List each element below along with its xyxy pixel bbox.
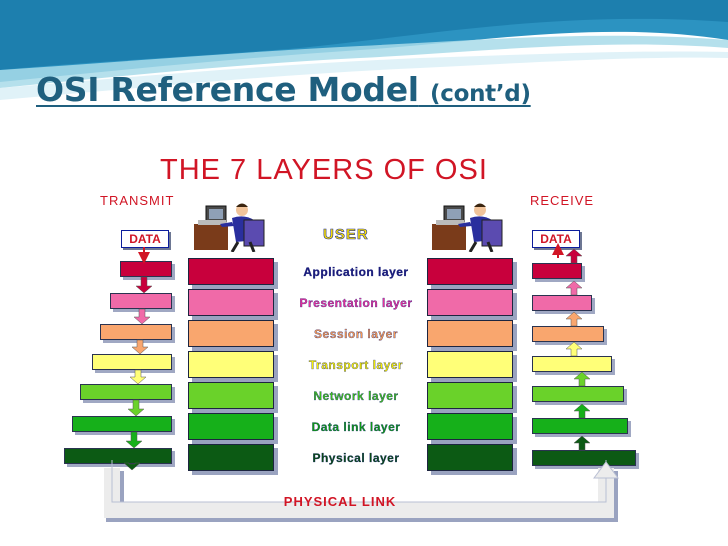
- layer-name: Application layer: [303, 265, 409, 279]
- transmit-label: TRANSMIT: [100, 193, 175, 208]
- computer-user-icon-right: [432, 203, 503, 252]
- receive-label: RECEIVE: [530, 193, 595, 208]
- receive-layer-bar: [532, 386, 624, 402]
- transmit-layer-bar: [72, 416, 172, 432]
- layer-name: Data link layer: [311, 420, 401, 434]
- layer-name: Network layer: [313, 389, 399, 403]
- down-arrow-icon: [123, 462, 141, 471]
- receive-layer-bar: [532, 418, 628, 434]
- left-layer-block: [188, 289, 274, 316]
- transmit-layer-bar: [80, 384, 172, 400]
- physical-link-arrowhead-icon: [593, 461, 619, 479]
- up-arrow-icon: [573, 403, 591, 419]
- receive-layer-bar: [532, 326, 604, 342]
- down-arrow-icon: [127, 399, 145, 417]
- computer-user-icon-left: [194, 203, 265, 252]
- layer-name: Presentation layer: [299, 296, 413, 310]
- layer-name: Session layer: [314, 327, 398, 341]
- up-arrow-icon: [565, 341, 583, 357]
- transmit-layer-bar: [64, 448, 172, 464]
- right-layer-block: [427, 413, 513, 440]
- down-arrow-icon: [135, 276, 153, 294]
- left-layer-block: [188, 413, 274, 440]
- transmit-layer-bar: [100, 324, 172, 340]
- up-arrow-icon: [573, 371, 591, 387]
- left-layer-block: [188, 351, 274, 378]
- slide-title-suffix: (cont’d): [430, 81, 531, 107]
- up-arrow-icon: [565, 280, 583, 296]
- slide-title-main: OSI Reference Model: [36, 70, 419, 109]
- right-layer-block: [427, 444, 513, 471]
- layer-stack-right: [427, 258, 513, 475]
- left-layer-block: [188, 320, 274, 347]
- receive-layer-bar: [532, 295, 592, 311]
- receive-layer-bar: [532, 450, 636, 466]
- data-box-transmit: DATA: [121, 230, 169, 248]
- header-wave: [0, 0, 728, 100]
- left-layer-block: [188, 444, 274, 471]
- physical-link-edge: [111, 460, 607, 503]
- up-arrow-icon: [573, 435, 591, 451]
- transmit-layer-bar: [110, 293, 172, 309]
- layer-stack-left: [188, 258, 274, 475]
- left-layer-block: [188, 382, 274, 409]
- right-layer-block: [427, 258, 513, 285]
- down-arrow-icon: [129, 369, 147, 385]
- right-layer-block: [427, 382, 513, 409]
- receive-layer-bar: [532, 356, 612, 372]
- physical-link-label: PHYSICAL LINK: [283, 494, 397, 509]
- transmit-down-arrows: [123, 276, 153, 471]
- right-layer-block: [427, 320, 513, 347]
- receive-layer-bar: [532, 263, 582, 279]
- user-label: USER: [323, 226, 369, 244]
- layer-name: Transport layer: [308, 358, 404, 372]
- down-arrow-icon: [131, 339, 149, 355]
- right-layer-block: [427, 351, 513, 378]
- transmit-layer-bar: [92, 354, 172, 370]
- receive-up-arrows: [565, 248, 591, 451]
- slide-title: OSI Reference Model (cont’d): [36, 70, 531, 109]
- down-arrow-icon: [133, 308, 151, 325]
- diagram-title: THE 7 LAYERS OF OSI: [160, 154, 488, 186]
- up-arrow-icon: [565, 311, 583, 327]
- layer-name: Physical layer: [312, 451, 400, 465]
- up-arrow-icon: [565, 248, 583, 264]
- left-layer-block: [188, 258, 274, 285]
- down-arrow-icon: [125, 431, 143, 449]
- right-layer-block: [427, 289, 513, 316]
